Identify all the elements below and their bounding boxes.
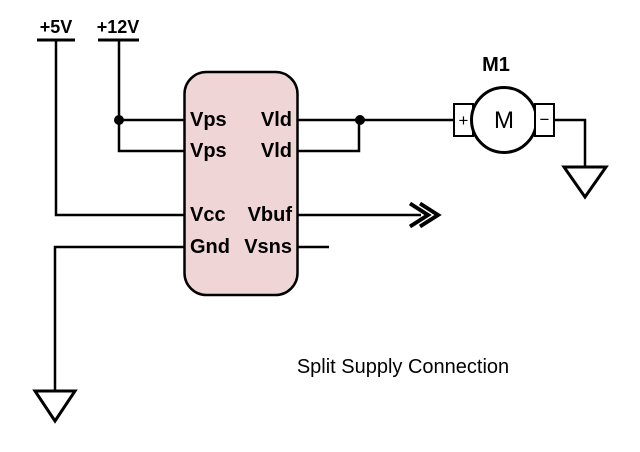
pin-label-vps2: Vps (190, 140, 227, 162)
junction-dot-12v (114, 115, 124, 125)
pin-label-vbuf: Vbuf (248, 204, 293, 226)
diagram-caption: Split Supply Connection (297, 356, 509, 378)
offpage-chevron-icon (418, 201, 442, 229)
motor-designator-label: M1 (482, 54, 510, 76)
motor-letter-label: M (494, 107, 514, 134)
power-rail-12v-label: +12V (97, 17, 140, 37)
ground-net-left (32, 245, 184, 424)
pin-label-vld1: Vld (261, 109, 292, 131)
pin-label-vcc: Vcc (190, 204, 226, 226)
wire-gnd-to-ground (53, 245, 184, 391)
pin-label-vps1: Vps (190, 109, 227, 131)
vbuf-net (297, 201, 442, 229)
motor-minus-sign: − (540, 110, 550, 129)
wire-12v-to-vps2 (117, 40, 184, 153)
ic-body (183, 70, 299, 297)
motor-plus-sign: + (459, 111, 469, 130)
ground-symbol-right (561, 165, 609, 200)
wire-5v-to-vcc (54, 40, 184, 217)
pin-label-vld2: Vld (261, 140, 292, 162)
pin-label-gnd: Gnd (190, 236, 230, 258)
vld-net (297, 115, 454, 153)
ground-symbol-left (32, 389, 78, 424)
junction-dot-vld (355, 115, 365, 125)
power-rail-5v-label: +5V (40, 17, 73, 37)
wire-motor-to-ground (554, 118, 587, 167)
motor-m1: M1 + M − (453, 54, 555, 154)
wire-vld2-join (297, 120, 361, 153)
ground-net-right (554, 118, 609, 200)
power-rail-5v: +5V (37, 17, 184, 217)
offpage-chevron-icon (408, 201, 432, 229)
ic-block: Vps Vps Vcc Gnd Vld Vld Vbuf Vsns (183, 70, 299, 297)
pin-label-vsns: Vsns (244, 236, 292, 258)
power-rail-12v: +12V (97, 17, 184, 153)
